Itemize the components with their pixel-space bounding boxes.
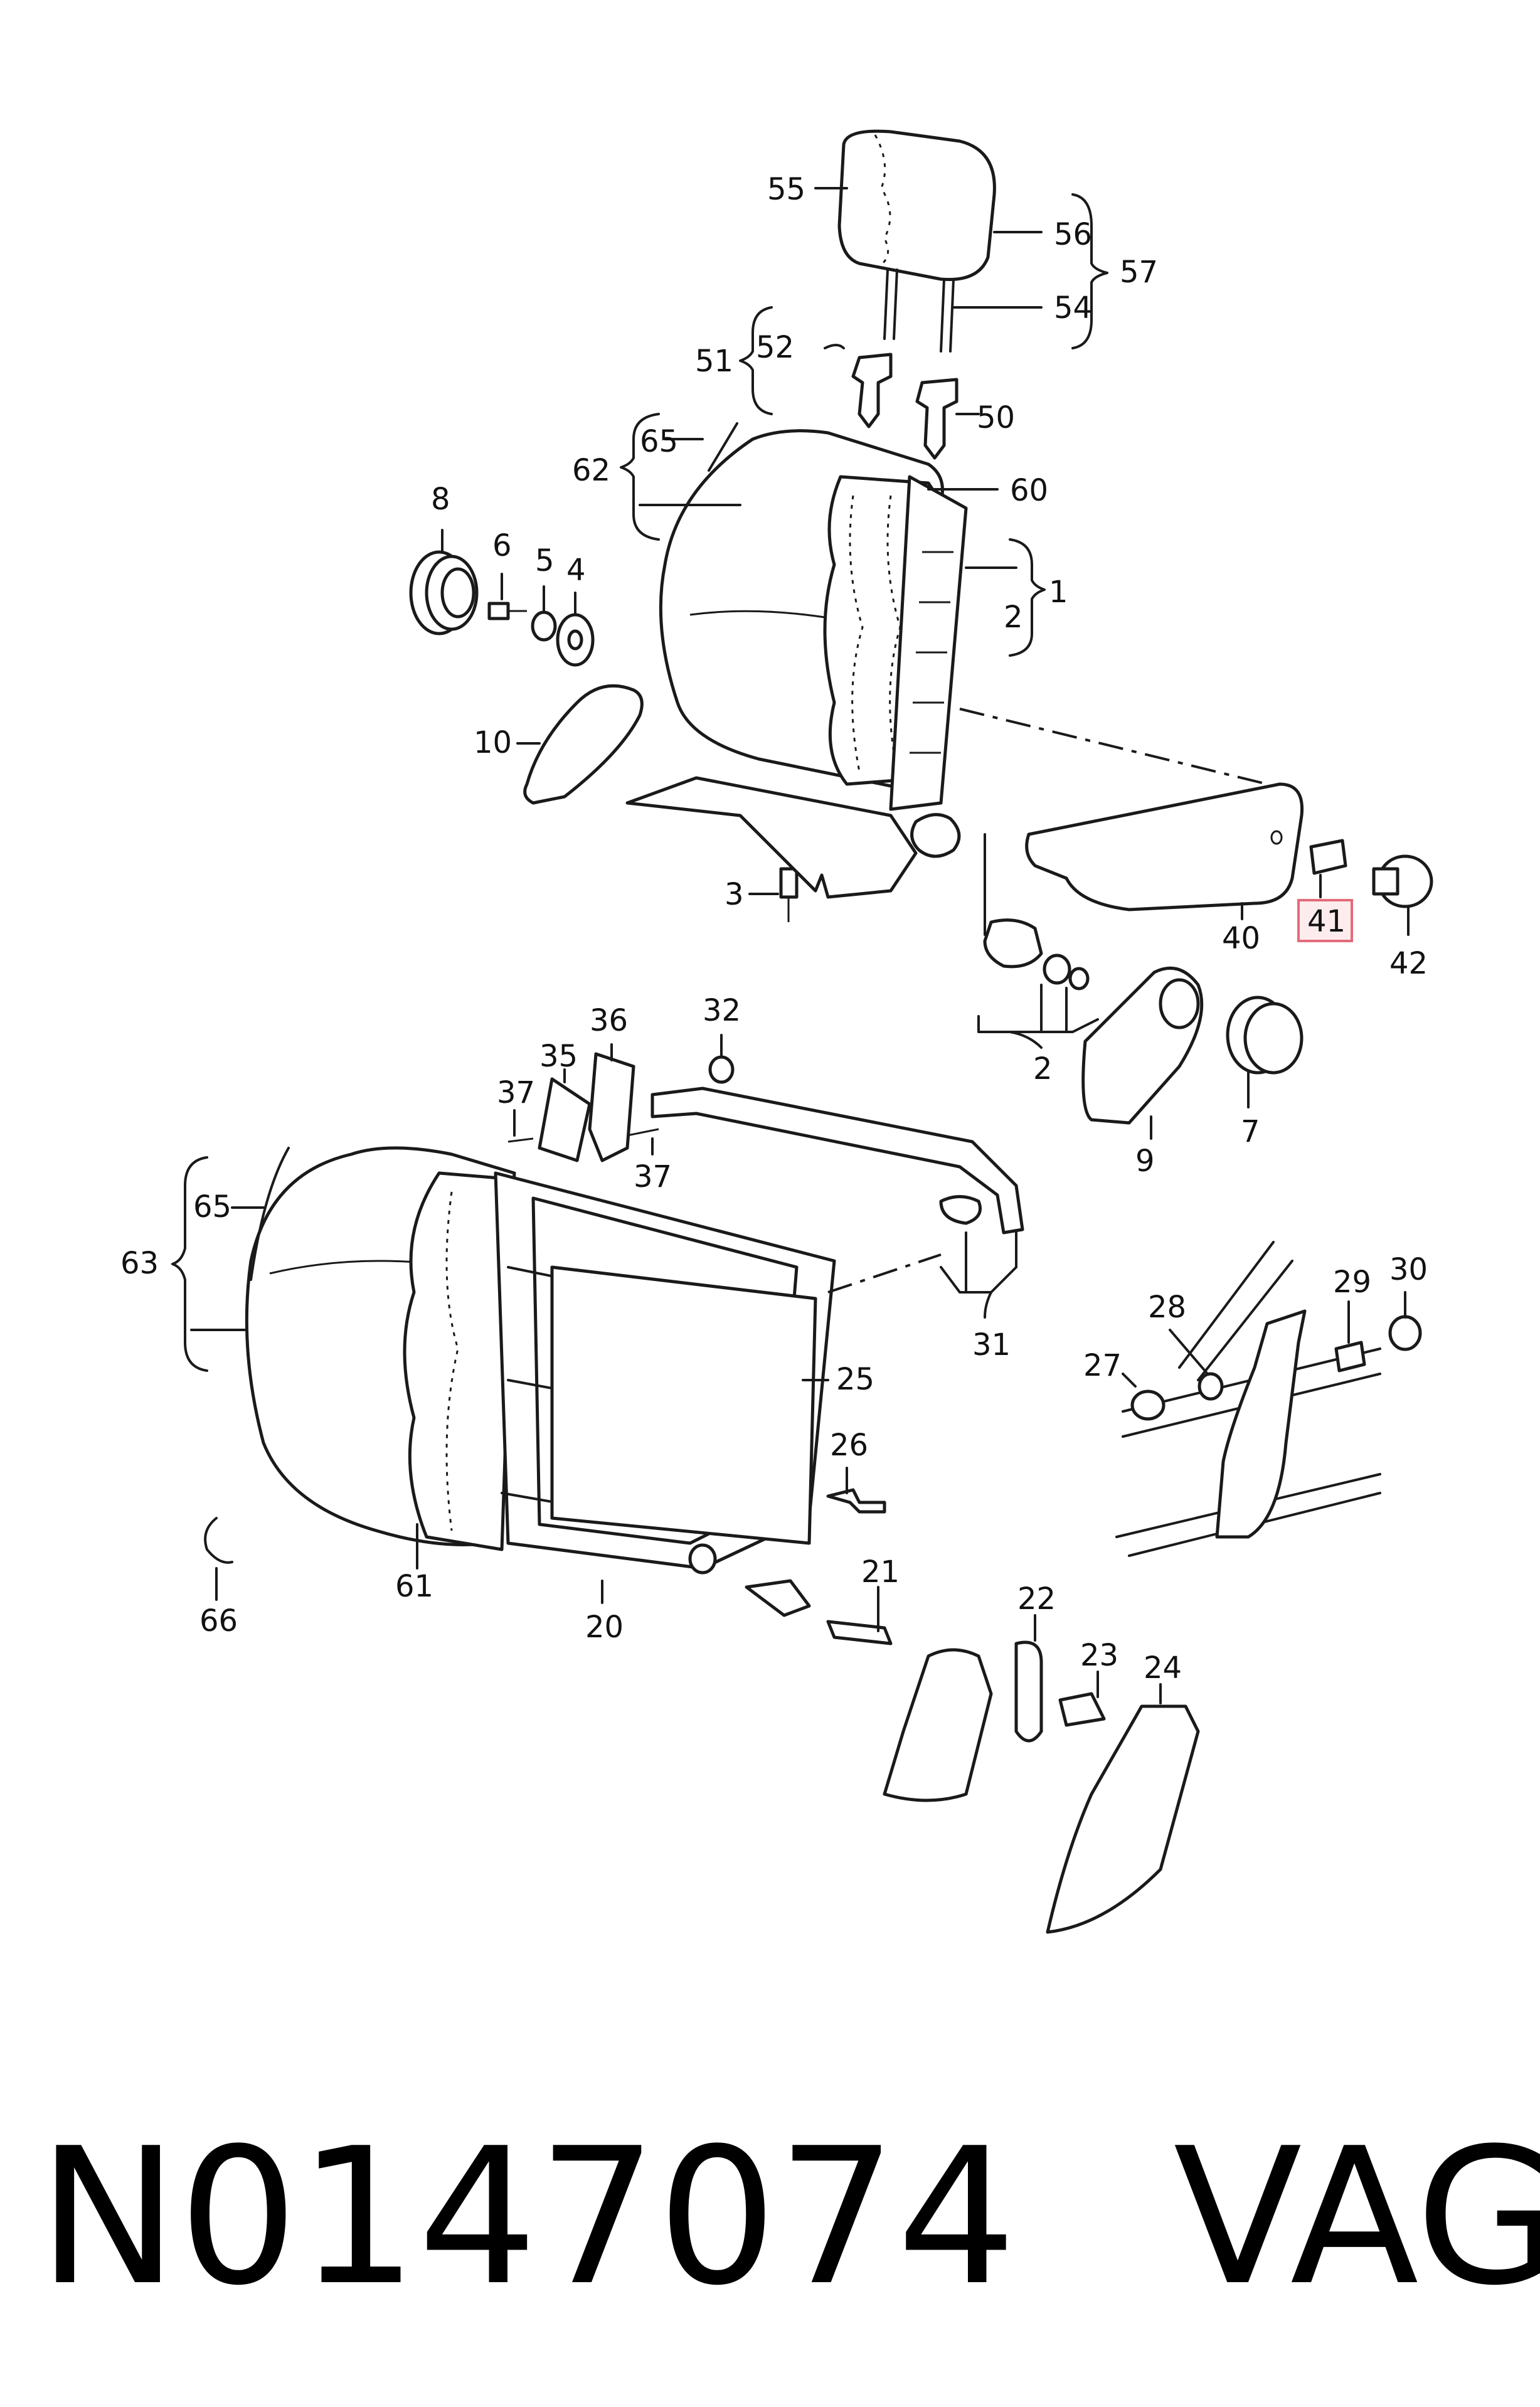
brace-2b [977, 984, 1099, 1049]
callout-7: 7 [1241, 1114, 1260, 1149]
callout-23: 23 [1080, 1638, 1118, 1673]
brace-63 [171, 1156, 208, 1372]
callout-63: 63 [120, 1246, 159, 1281]
callout-28: 28 [1148, 1290, 1186, 1325]
callout-10: 10 [474, 725, 512, 760]
callout-29: 29 [1333, 1265, 1371, 1300]
callout-65-seat: 65 [193, 1189, 231, 1225]
callout-8: 8 [431, 482, 450, 517]
axis-line-bar [827, 1253, 942, 1294]
callout-5: 5 [535, 543, 555, 578]
seat-cushion [245, 1146, 836, 1575]
callout-52: 52 [756, 330, 794, 365]
callout-9: 9 [1135, 1144, 1155, 1179]
callout-61: 61 [395, 1569, 433, 1604]
callout-60: 60 [1010, 473, 1048, 508]
callout-51: 51 [695, 344, 733, 379]
callout-56: 56 [1054, 217, 1092, 252]
brace-31 [940, 1231, 1017, 1319]
callout-2-upper: 2 [1004, 600, 1023, 635]
callout-57: 57 [1120, 255, 1158, 290]
callout-55: 55 [767, 172, 805, 207]
axis-line-armrest [959, 708, 1268, 785]
front-cover-parts [204, 1488, 1200, 1934]
callout-41: 41 [1307, 904, 1346, 939]
callout-24: 24 [1144, 1650, 1182, 1686]
headrest [837, 129, 996, 353]
callout-22: 22 [1017, 1581, 1056, 1617]
callout-3: 3 [725, 877, 744, 912]
part-number: N0147074 [38, 2108, 1017, 2327]
callout-31: 31 [972, 1327, 1011, 1363]
callout-54: 54 [1054, 290, 1092, 326]
leader-27 [1122, 1373, 1137, 1388]
callout-26: 26 [830, 1428, 868, 1463]
callout-66: 66 [199, 1603, 238, 1639]
callout-36: 36 [590, 1003, 628, 1038]
brace-57 [1071, 193, 1108, 349]
callout-35: 35 [539, 1039, 578, 1074]
recliner-parts [409, 550, 961, 922]
callout-6: 6 [492, 528, 512, 563]
rail-detail [1115, 1241, 1422, 1557]
callout-50: 50 [977, 400, 1015, 435]
callout-30: 30 [1389, 1252, 1428, 1287]
callout-37-right: 37 [634, 1159, 672, 1194]
callout-62: 62 [572, 453, 610, 488]
backrest [659, 422, 968, 811]
highlight-box-41 [1297, 899, 1353, 942]
headrest-guides [739, 306, 980, 460]
leader-28 [1169, 1329, 1209, 1375]
brace-62 [620, 413, 660, 541]
callout-42: 42 [1389, 946, 1428, 981]
callout-20: 20 [585, 1610, 624, 1645]
callout-40: 40 [1222, 921, 1260, 956]
armrest-parts [983, 782, 1433, 1125]
brace-1 [1009, 538, 1046, 657]
callout-1: 1 [1049, 575, 1068, 610]
callout-4: 4 [566, 553, 586, 588]
brand-name: VAG [1173, 2108, 1540, 2327]
front-bar-parts [507, 1052, 1024, 1235]
callout-37-left: 37 [497, 1075, 535, 1110]
callout-21: 21 [861, 1554, 900, 1590]
footer-caption: N0147074 VAG [38, 2108, 1540, 2327]
callout-27: 27 [1083, 1348, 1122, 1383]
callout-25: 25 [836, 1362, 874, 1397]
callout-32: 32 [703, 993, 741, 1028]
callout-65-top: 65 [640, 424, 678, 459]
callout-2-lower: 2 [1033, 1051, 1053, 1087]
